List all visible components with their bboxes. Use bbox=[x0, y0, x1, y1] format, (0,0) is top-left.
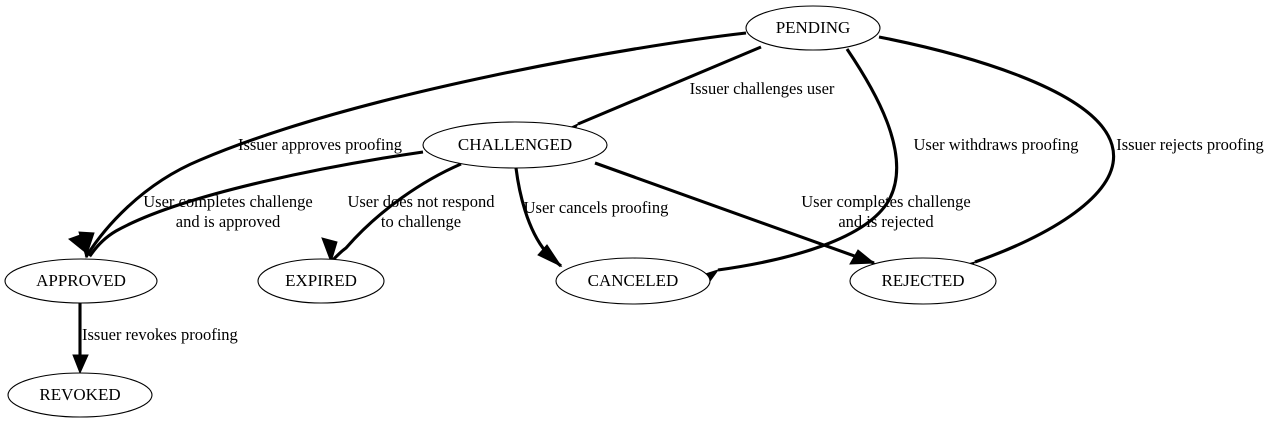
edge-pending-rejected bbox=[878, 35, 1116, 282]
node-shape-canceled bbox=[555, 257, 711, 305]
node-revoked[interactable]: REVOKED bbox=[7, 372, 153, 418]
edge-challenged-rejected bbox=[594, 161, 876, 265]
node-approved[interactable]: APPROVED bbox=[4, 258, 158, 304]
node-shape-revoked bbox=[7, 372, 153, 418]
edge-line-pending-approved bbox=[84, 31, 747, 258]
edge-challenged-canceled bbox=[514, 167, 563, 268]
node-label-approved: APPROVED bbox=[36, 271, 126, 290]
node-label-canceled: CANCELED bbox=[588, 271, 679, 290]
node-pending[interactable]: PENDING bbox=[745, 5, 881, 51]
node-shape-approved bbox=[4, 258, 158, 304]
nodes-layer: PENDING CHALLENGED APPROVED EXPIRED CANCELED… bbox=[4, 5, 997, 418]
node-label-revoked: REVOKED bbox=[39, 385, 120, 404]
edge-approved-revoked bbox=[72, 303, 89, 375]
arrowhead-icon-approved-revoked bbox=[72, 354, 89, 375]
edge-line-challenged-rejected bbox=[594, 161, 875, 265]
node-expired[interactable]: EXPIRED bbox=[257, 258, 385, 304]
edge-line-challenged-expired bbox=[329, 162, 462, 264]
node-label-expired: EXPIRED bbox=[285, 271, 357, 290]
node-label-challenged: CHALLENGED bbox=[458, 135, 572, 154]
edge-label-challenged-canceled: User cancels proofing bbox=[524, 198, 669, 217]
edge-line-challenged-approved bbox=[88, 150, 424, 257]
node-canceled[interactable]: CANCELED bbox=[555, 257, 711, 305]
node-challenged[interactable]: CHALLENGED bbox=[422, 121, 608, 169]
edge-line-pending-canceled bbox=[717, 48, 899, 272]
edge-label-pending-challenged: Issuer challenges user bbox=[690, 79, 835, 98]
arrowhead-icon-challenged-approved bbox=[67, 233, 91, 258]
node-label-pending: PENDING bbox=[776, 18, 851, 37]
edge-labels-layer: Issuer approves proofing Issuer challenge… bbox=[82, 79, 1264, 344]
node-shape-rejected bbox=[849, 257, 997, 305]
edge-label-pending-canceled: User withdraws proofing bbox=[914, 135, 1079, 154]
edge-label-approved-revoked: Issuer revokes proofing bbox=[82, 325, 238, 344]
node-shape-expired bbox=[257, 258, 385, 304]
edge-label-pending-approved: Issuer approves proofing bbox=[238, 135, 402, 154]
edge-line-challenged-canceled bbox=[514, 167, 562, 268]
node-shape-challenged bbox=[422, 121, 608, 169]
edge-challenged-approved bbox=[67, 150, 424, 258]
edge-line-pending-challenged bbox=[577, 45, 762, 126]
node-label-rejected: REJECTED bbox=[881, 271, 964, 290]
arrowhead-icon-challenged-rejected bbox=[849, 249, 876, 265]
edge-challenged-expired bbox=[321, 162, 462, 264]
node-rejected[interactable]: REJECTED bbox=[849, 257, 997, 305]
edge-label-pending-rejected: Issuer rejects proofing bbox=[1116, 135, 1264, 154]
arrowhead-icon-challenged-canceled bbox=[537, 244, 563, 268]
edge-line-pending-rejected bbox=[878, 35, 1116, 264]
arrowhead-icon-challenged-expired bbox=[321, 237, 338, 264]
node-shape-pending bbox=[745, 5, 881, 51]
